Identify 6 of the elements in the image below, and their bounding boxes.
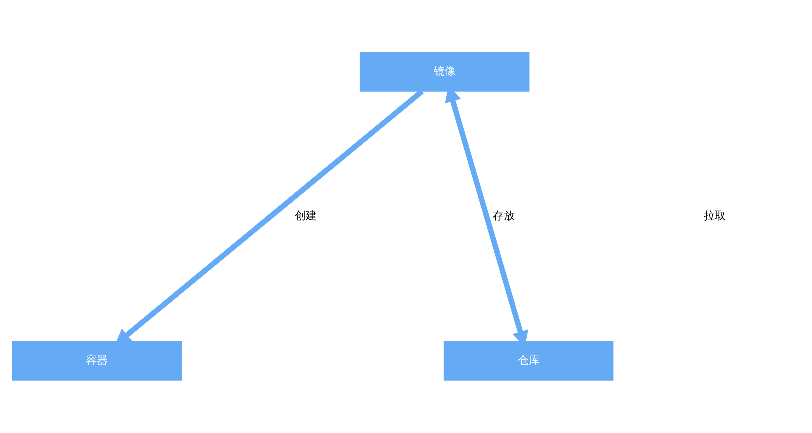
node-box: 镜像 <box>360 52 530 92</box>
edge-label: 存放 <box>492 209 515 222</box>
node-box: 仓库 <box>444 341 614 381</box>
label: 拉取 <box>704 209 726 222</box>
node-box: 容器 <box>12 341 182 381</box>
edge-label: 创建 <box>295 209 318 222</box>
